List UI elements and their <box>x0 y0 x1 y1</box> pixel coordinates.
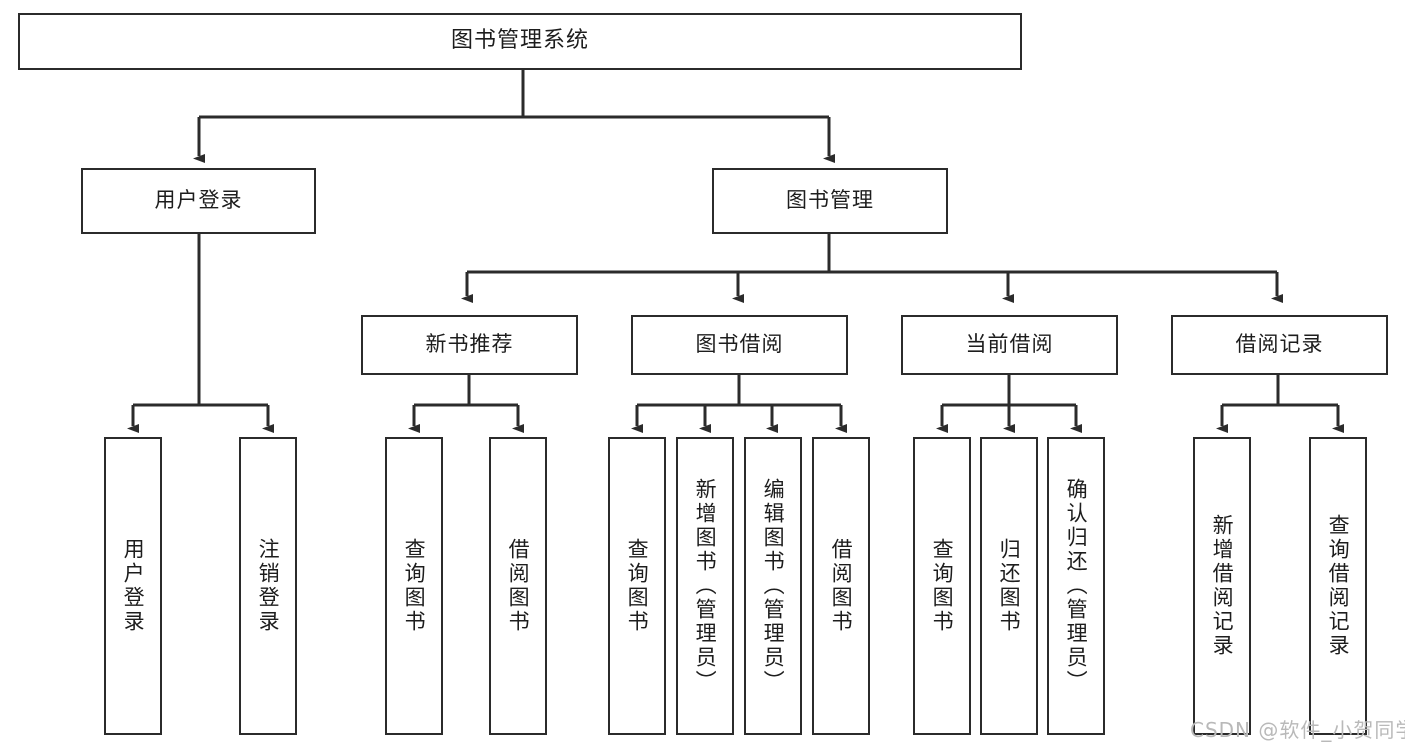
leaf-logout[interactable]: 注销登录 <box>239 437 297 735</box>
watermark-csdn: CSDN @软件_小贺同学 <box>1190 718 1405 742</box>
node-current-borrow[interactable]: 当前借阅 <box>901 315 1118 375</box>
leaf-query-borrow-record[interactable]: 查询借阅记录 <box>1309 437 1367 735</box>
node-label: 图书借阅 <box>695 332 784 357</box>
leaf-add-book-admin[interactable]: 新增图书（管理员） <box>676 437 734 735</box>
node-book-borrow[interactable]: 图书借阅 <box>631 315 848 375</box>
leaf-add-borrow-record[interactable]: 新增借阅记录 <box>1193 437 1251 735</box>
leaf-borrow-book[interactable]: 借阅图书 <box>812 437 870 735</box>
leaf-user-login[interactable]: 用户登录 <box>104 437 162 735</box>
leaf-query-book-current[interactable]: 查询图书 <box>913 437 971 735</box>
node-book-management[interactable]: 图书管理 <box>712 168 948 234</box>
node-label: 用户登录 <box>154 188 243 213</box>
node-user-login[interactable]: 用户登录 <box>81 168 316 234</box>
node-label: 借阅记录 <box>1235 332 1324 357</box>
node-label: 查询图书 <box>930 538 955 634</box>
node-borrow-record[interactable]: 借阅记录 <box>1171 315 1388 375</box>
leaf-edit-book-admin[interactable]: 编辑图书（管理员） <box>744 437 802 735</box>
node-label: 用户登录 <box>121 538 146 634</box>
node-label: 新增图书（管理员） <box>693 478 718 694</box>
node-label: 借阅图书 <box>829 538 854 634</box>
node-label: 借阅图书 <box>506 538 531 634</box>
node-label: 查询借阅记录 <box>1326 514 1351 658</box>
node-root-book-management-system[interactable]: 图书管理系统 <box>18 13 1022 70</box>
node-label: 当前借阅 <box>965 332 1054 357</box>
node-label: 确认归还（管理员） <box>1064 478 1089 694</box>
node-label: 新增借阅记录 <box>1210 514 1235 658</box>
node-label: 图书管理 <box>786 188 874 213</box>
node-label: 查询图书 <box>402 538 427 634</box>
node-label: 新书推荐 <box>425 332 514 357</box>
leaf-confirm-return-admin[interactable]: 确认归还（管理员） <box>1047 437 1105 735</box>
node-label: 查询图书 <box>625 538 650 634</box>
node-new-book-recommend[interactable]: 新书推荐 <box>361 315 578 375</box>
leaf-borrow-book-recommend[interactable]: 借阅图书 <box>489 437 547 735</box>
leaf-query-book-recommend[interactable]: 查询图书 <box>385 437 443 735</box>
node-label: 注销登录 <box>256 538 281 634</box>
leaf-return-book[interactable]: 归还图书 <box>980 437 1038 735</box>
node-label: 图书管理系统 <box>450 28 589 54</box>
node-label: 归还图书 <box>997 538 1022 634</box>
node-label: 编辑图书（管理员） <box>761 478 786 694</box>
leaf-query-book-borrow[interactable]: 查询图书 <box>608 437 666 735</box>
